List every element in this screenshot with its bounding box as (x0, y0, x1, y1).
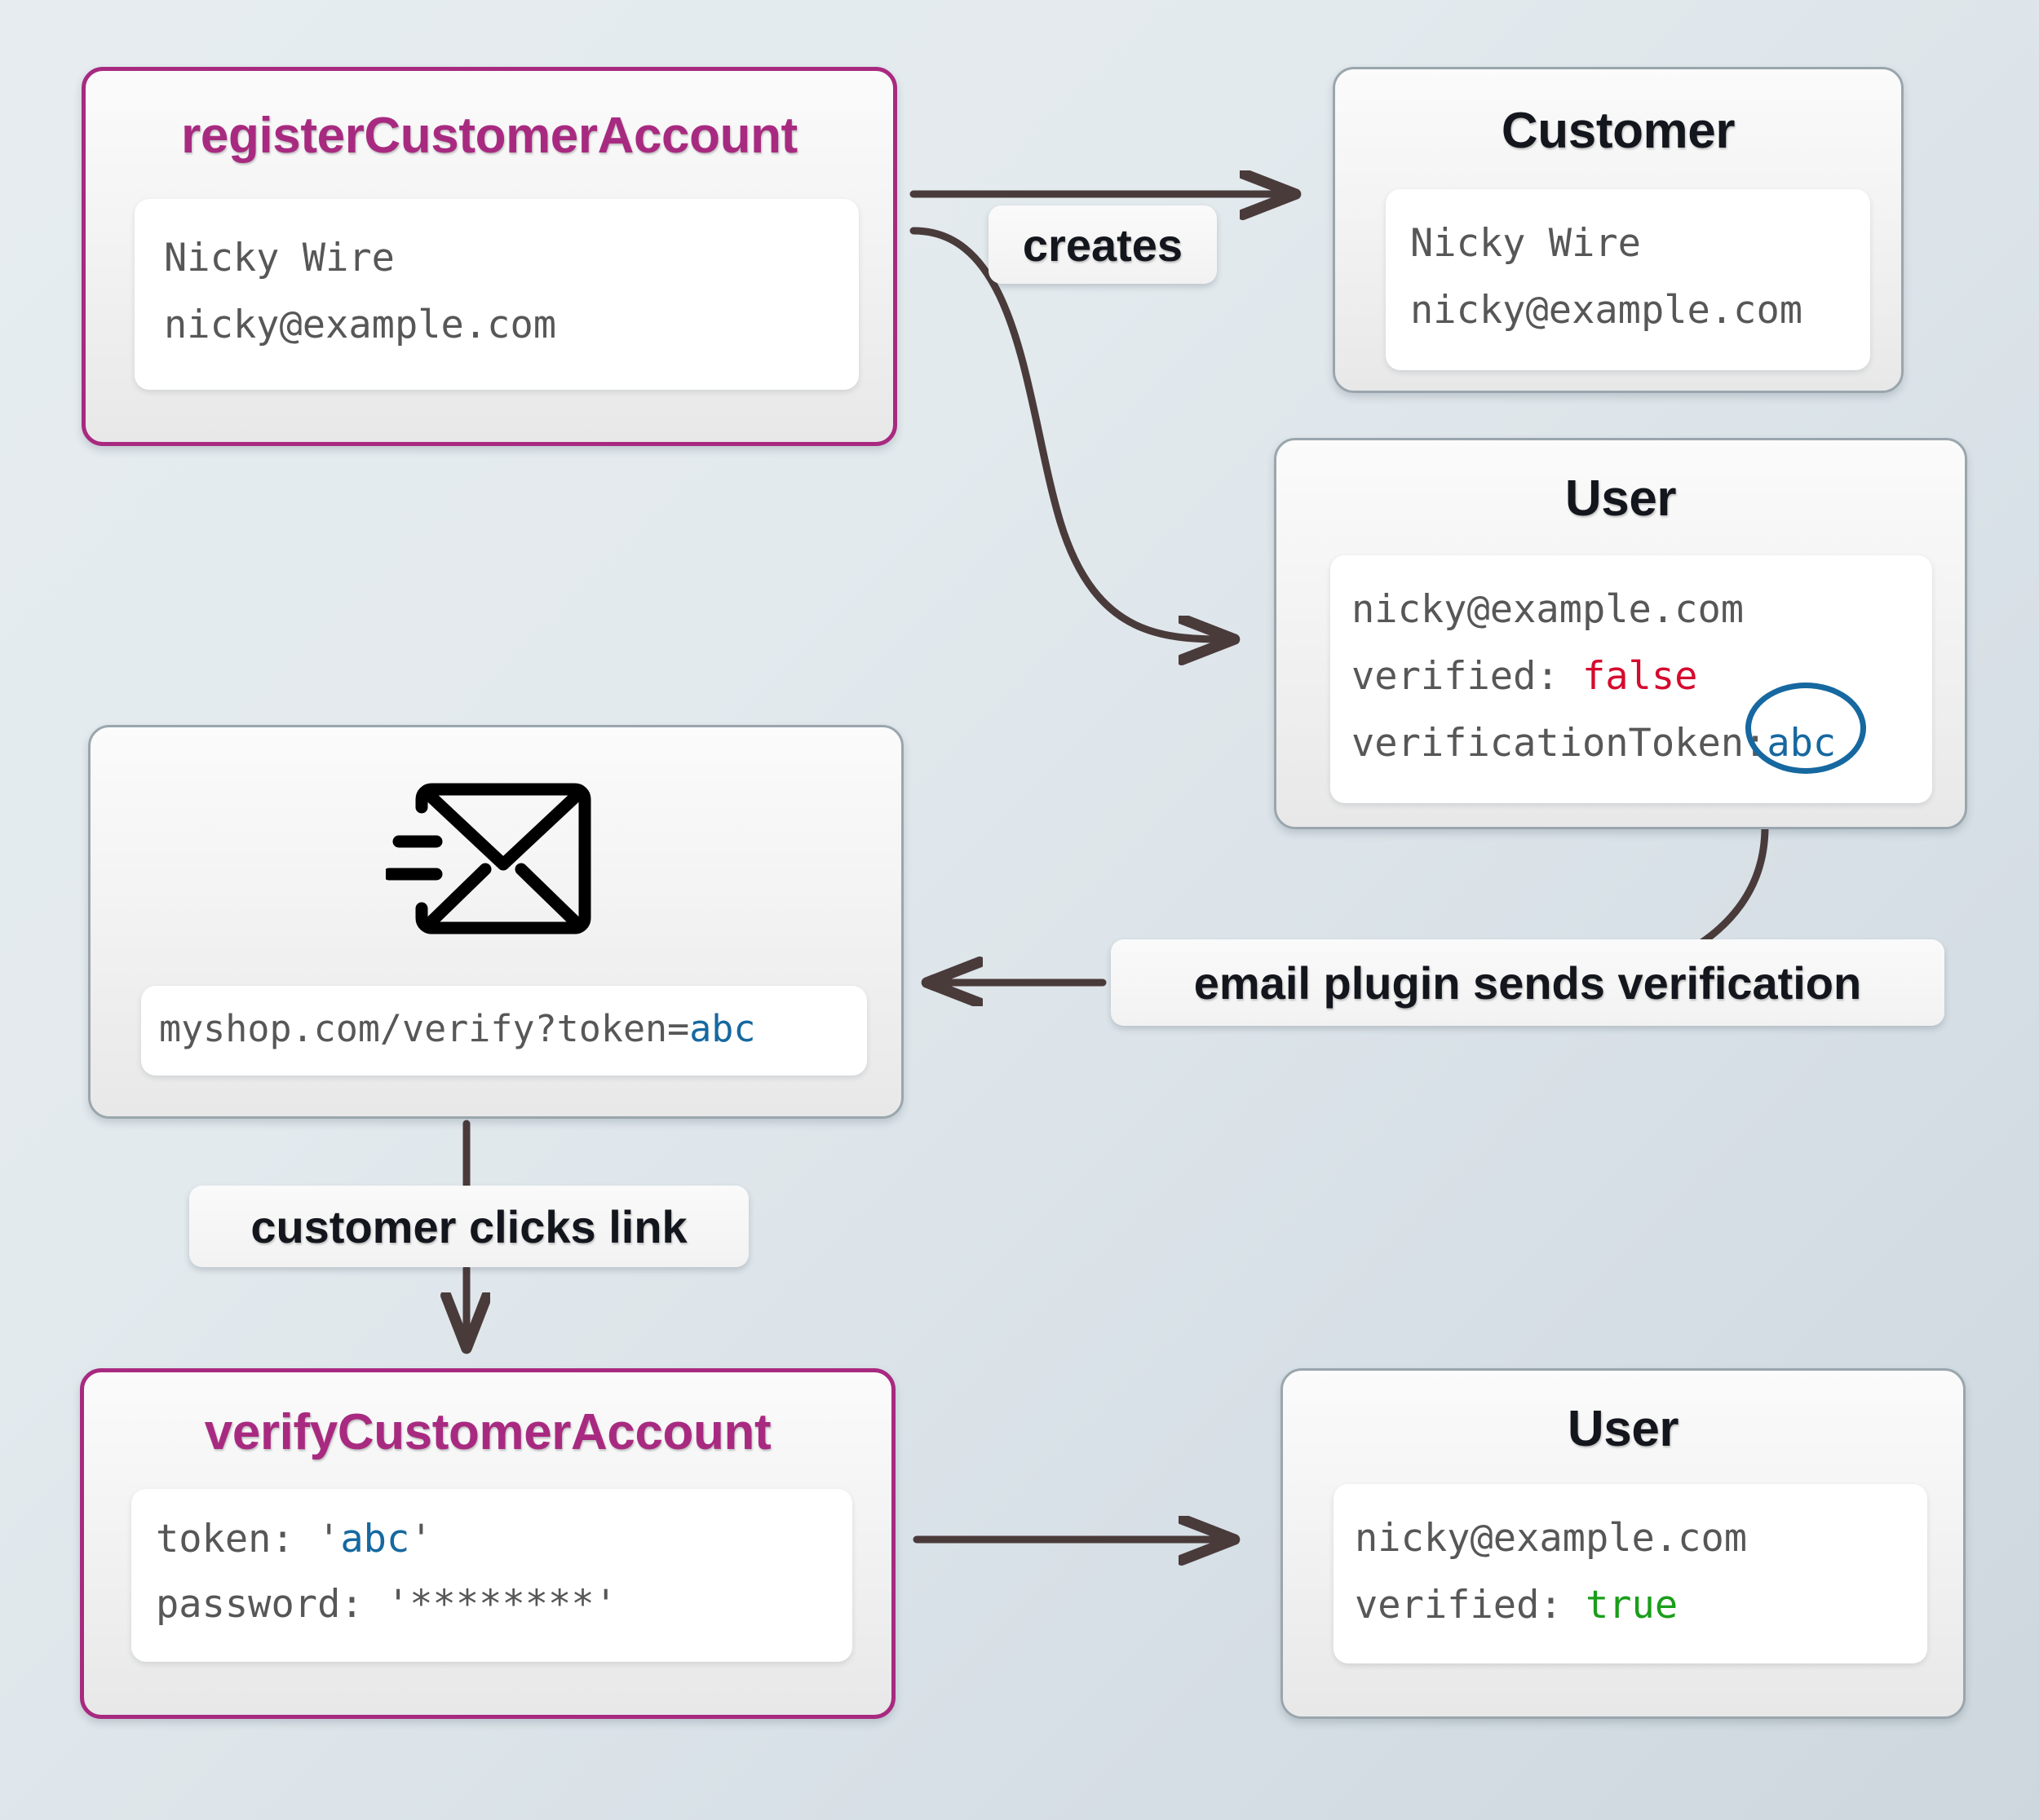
user-unverified-token-value: abc (1767, 721, 1837, 766)
node-title-user-verified: User (1567, 1401, 1679, 1457)
register-params-panel: Nicky Wire nicky@example.com (135, 199, 859, 390)
verify-token-value: abc (340, 1517, 410, 1562)
user-unverified-email: nicky@example.com (1351, 587, 1745, 632)
customer-fields-panel: Nicky Wire nicky@example.com (1386, 189, 1870, 370)
node-verification-email[interactable]: myshop.com/verify?token=abc (88, 725, 904, 1119)
user-verified-verified-key: verified: (1355, 1583, 1586, 1628)
verify-token-quote-open: ' (317, 1517, 341, 1562)
user-unverified-token-row: verificationToken:abc (1351, 682, 1911, 777)
node-user-verified[interactable]: User nicky@example.com verified: true (1280, 1368, 1966, 1719)
customer-field-name: Nicky Wire (1410, 221, 1641, 266)
node-user-unverified[interactable]: User nicky@example.com verified: false v… (1274, 438, 1967, 829)
edge-register-to-user (909, 227, 1232, 639)
email-link-token: abc (689, 1007, 756, 1050)
verify-params-panel: token: 'abc' password: '********' (131, 1489, 852, 1662)
token-circle-ring (1745, 682, 1867, 774)
node-verify-customer-account[interactable]: verifyCustomerAccount token: 'abc' passw… (80, 1368, 896, 1719)
edge-user-to-email-plugin (1676, 823, 1769, 960)
user-unverified-token-key: verificationToken: (1351, 721, 1767, 766)
verification-token-highlight: abc (1745, 682, 1867, 777)
verify-password-row: password: '********' (156, 1582, 617, 1627)
node-title-customer: Customer (1501, 103, 1736, 159)
customer-field-email: nicky@example.com (1410, 288, 1803, 333)
user-verified-email: nicky@example.com (1355, 1516, 1748, 1561)
user-unverified-verified-key: verified: (1351, 654, 1582, 699)
node-title-verify: verifyCustomerAccount (204, 1404, 772, 1460)
edge-label-email-plugin-sends-verification: email plugin sends verification (1111, 939, 1944, 1026)
edge-label-customer-clicks-link: customer clicks link (189, 1186, 749, 1267)
user-unverified-fields-panel: nicky@example.com verified: false verifi… (1330, 555, 1932, 803)
verify-token-quote-close: ' (409, 1517, 433, 1562)
node-register-customer-account[interactable]: registerCustomerAccount Nicky Wire nicky… (82, 67, 897, 446)
register-param-email: nicky@example.com (164, 303, 557, 347)
verify-token-key: token: (156, 1517, 318, 1562)
sent-envelope-icon (383, 778, 606, 945)
node-customer[interactable]: Customer Nicky Wire nicky@example.com (1333, 67, 1904, 393)
user-verified-fields-panel: nicky@example.com verified: true (1334, 1484, 1927, 1663)
user-verified-verified-value: true (1585, 1583, 1679, 1628)
register-param-name: Nicky Wire (164, 236, 395, 281)
email-verify-link[interactable]: myshop.com/verify?token=abc (159, 1004, 843, 1054)
node-title-user-unverified: User (1564, 470, 1677, 527)
user-unverified-verified-value: false (1581, 654, 1698, 699)
email-link-panel: myshop.com/verify?token=abc (141, 986, 867, 1076)
node-title-register: registerCustomerAccount (181, 108, 798, 164)
user-verified-verified-row: verified: true (1355, 1572, 1906, 1639)
user-unverified-verified-row: verified: false (1351, 643, 1911, 710)
edge-label-creates: creates (989, 205, 1217, 284)
verify-token-row: token: 'abc' (156, 1507, 828, 1572)
email-link-prefix: myshop.com/verify?token= (159, 1007, 690, 1050)
